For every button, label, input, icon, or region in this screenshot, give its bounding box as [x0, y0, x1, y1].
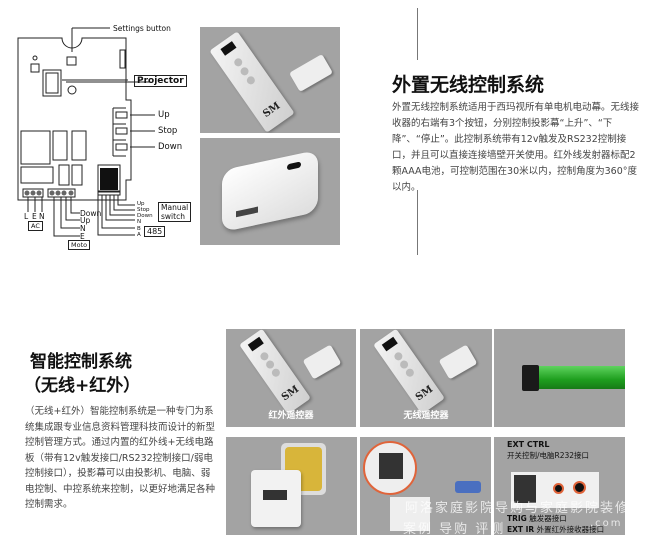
remote-icon: SM — [373, 329, 445, 415]
pin-n2: N — [80, 224, 86, 233]
wall-holder-icon — [302, 344, 342, 380]
wall-plate-icon — [251, 470, 301, 527]
receiver-board-photo — [226, 437, 357, 535]
wiring-connector-photo — [360, 437, 491, 535]
receiver-box-icon — [222, 149, 318, 233]
section2-title-line1: 智能控制系统 — [30, 352, 132, 372]
settings-button-label: Settings button — [113, 24, 171, 33]
rj-port-icon — [514, 475, 536, 503]
watermark-line1: 阿洛家庭影院导购与家庭影院装修网 — [405, 501, 646, 516]
motor-tube-icon — [539, 366, 625, 389]
port-panel — [511, 472, 599, 508]
trig-jack-icon — [553, 483, 564, 494]
rs485-label: 485 — [144, 226, 166, 237]
section2-title-line2: （无线+红外） — [24, 376, 141, 396]
interface-ports-photo: EXT CTRL 开关控制/电脑R232接口 TRIG 触发器接口 EXT IR… — [494, 437, 625, 535]
switch-pin-n: N — [137, 219, 142, 225]
watermark-domain: .com — [590, 518, 623, 529]
connector-closeup-icon — [363, 441, 417, 495]
section1-body: 外置无线控制系统适用于西玛视所有单电机电动幕。无线接收器的右端有3个按钮，分别控… — [392, 102, 640, 193]
wall-holder-icon — [289, 53, 333, 93]
remote-icon: SM — [209, 31, 295, 133]
trig-desc: 触发器接口 — [529, 514, 567, 523]
manual-switch-line1: Manual — [161, 203, 189, 212]
pin-e: E — [32, 212, 37, 221]
ext-ir-name: EXT IR — [507, 525, 535, 534]
ext-ctrl-label: EXT CTRL — [507, 440, 550, 449]
up-label: Up — [158, 110, 170, 120]
ext-ctrl-desc: 开关控制/电脑R232接口 — [507, 451, 590, 460]
section2-title: 智能控制系统 （无线+红外） — [24, 350, 140, 398]
section2-body: （无线+红外）智能控制系统是一种专门为系统集成跟专业信息资料管理科技而设计的新型… — [25, 406, 216, 510]
tubular-motor-photo — [494, 329, 625, 427]
wireless-remote-photo: SM — [200, 27, 340, 133]
pin-l: L — [24, 212, 29, 221]
ir-remote-caption: 红外遥控器 — [268, 411, 314, 421]
remote-logo: SM — [279, 383, 302, 404]
motor-head-icon — [522, 365, 539, 391]
ir-remote-photo: SM 红外遥控器 — [226, 329, 356, 427]
switch-pin-down: Down — [137, 213, 153, 219]
serial-port-icon — [455, 481, 481, 493]
ext-ir-label: EXT IR 外置红外接收器接口 — [507, 524, 604, 535]
ext-ir-jack-icon — [573, 481, 586, 494]
switch-pin-stop: Stop — [137, 207, 150, 213]
manual-switch-line2: switch — [161, 212, 185, 221]
pin-n: N — [39, 212, 45, 221]
remote-icon: SM — [239, 329, 311, 415]
wireless-remote-photo-2: SM 无线遥控器 — [360, 329, 492, 427]
ext-ir-desc: 外置红外接收器接口 — [536, 525, 605, 534]
remote-logo: SM — [261, 100, 283, 121]
trig-name: TRIG — [507, 514, 527, 523]
rs485-pin-a: A — [137, 232, 141, 238]
moto-label: Moto — [68, 240, 91, 250]
switch-pin-up: Up — [137, 201, 145, 207]
circuit-board-drawing — [17, 27, 155, 237]
wall-holder-icon — [438, 344, 478, 380]
pin-e2: E — [80, 232, 85, 241]
watermark-line2: 案例 导购 评测 — [403, 522, 506, 537]
pin-down: Down — [80, 209, 102, 218]
wiring-diagram: Settings button Projector Up Stop Down L… — [0, 0, 200, 250]
manual-switch-label: Manual switch — [158, 202, 192, 222]
trig-label: TRIG 触发器接口 — [507, 513, 567, 524]
remote-logo: SM — [413, 383, 436, 404]
receiver-photo — [200, 138, 340, 245]
section1-title: 外置无线控制系统 — [392, 74, 545, 96]
pin-up: Up — [80, 216, 91, 225]
wireless-remote-caption: 无线遥控器 — [403, 411, 449, 421]
ac-label: AC — [28, 221, 43, 231]
projector-label: Projector — [134, 75, 187, 87]
down-label: Down — [158, 142, 183, 152]
rs485-pin-b: B — [137, 226, 141, 232]
divider-line — [417, 190, 418, 255]
terminal-block-icon — [390, 497, 430, 531]
divider-line — [417, 8, 418, 60]
stop-label: Stop — [158, 126, 178, 136]
